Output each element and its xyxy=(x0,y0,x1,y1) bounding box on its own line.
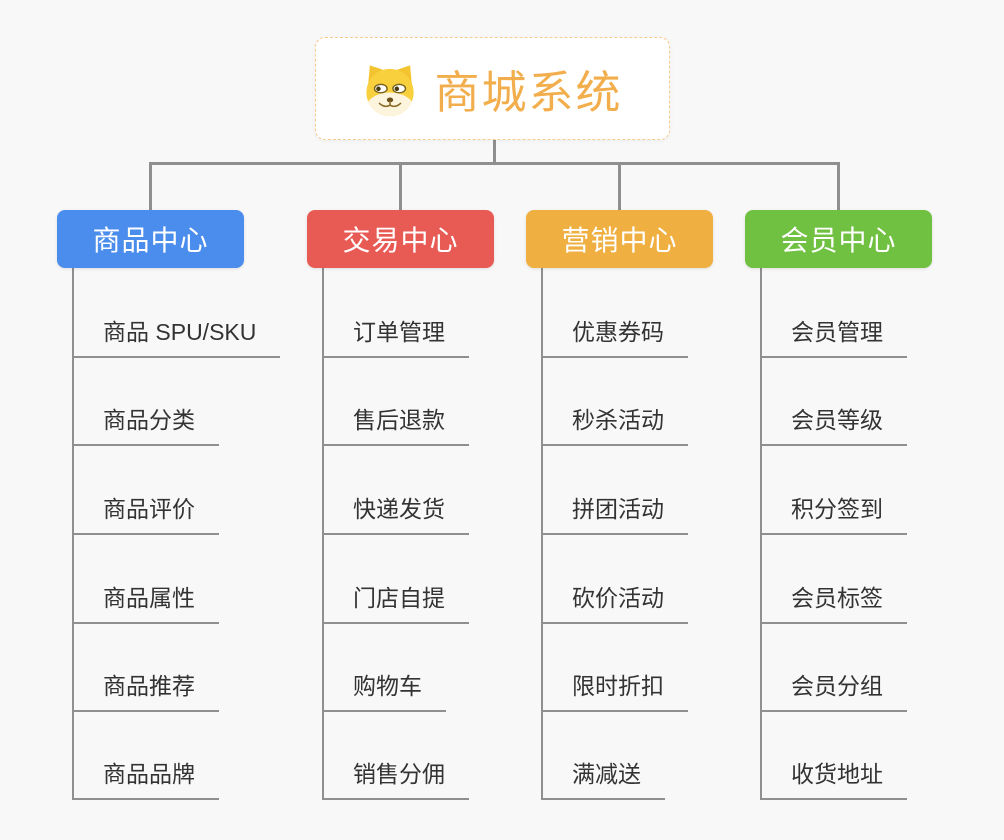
subtopic-member-management[interactable]: 会员管理 xyxy=(761,313,907,358)
subtopic-group-buy[interactable]: 拼团活动 xyxy=(542,490,688,535)
branch-node-marketing-center[interactable]: 营销中心 xyxy=(526,210,713,268)
subtopic-order-management[interactable]: 订单管理 xyxy=(323,313,469,358)
subtopic-bargain-activity[interactable]: 砍价活动 xyxy=(542,579,688,624)
subtopic-coupon-code[interactable]: 优惠券码 xyxy=(542,313,688,358)
connector-drop-marketing xyxy=(618,162,621,211)
subtopic-aftersale-refund[interactable]: 售后退款 xyxy=(323,401,469,446)
subtopic-product-review[interactable]: 商品评价 xyxy=(73,490,219,535)
subtopic-flash-sale[interactable]: 秒杀活动 xyxy=(542,401,688,446)
branch-node-member-center[interactable]: 会员中心 xyxy=(745,210,932,268)
subtopic-spend-save[interactable]: 满减送 xyxy=(542,755,665,800)
root-title: 商城系统 xyxy=(434,67,623,118)
subtopic-points-checkin[interactable]: 积分签到 xyxy=(761,490,907,535)
connector-drop-member xyxy=(837,162,840,211)
subtopic-member-tag[interactable]: 会员标签 xyxy=(761,579,907,624)
connector-drop-product xyxy=(149,162,152,211)
subtopic-express-delivery[interactable]: 快递发货 xyxy=(323,490,469,535)
connector-root-stem xyxy=(493,140,496,165)
subtopic-sales-commission[interactable]: 销售分佣 xyxy=(323,755,469,800)
subtopic-product-attribute[interactable]: 商品属性 xyxy=(73,579,219,624)
doge-icon xyxy=(366,64,415,116)
connector-drop-trade xyxy=(399,162,402,211)
subtopic-product-category[interactable]: 商品分类 xyxy=(73,401,219,446)
branch-node-trade-center[interactable]: 交易中心 xyxy=(307,210,494,268)
connector-bus xyxy=(149,162,840,165)
subtopic-shopping-cart[interactable]: 购物车 xyxy=(323,667,446,712)
subtopic-product-recommend[interactable]: 商品推荐 xyxy=(73,667,219,712)
subtopic-product-spu-sku[interactable]: 商品 SPU/SKU xyxy=(73,313,281,358)
subtopic-member-level[interactable]: 会员等级 xyxy=(761,401,907,446)
subtopic-store-pickup[interactable]: 门店自提 xyxy=(323,579,469,624)
subtopic-product-brand[interactable]: 商品品牌 xyxy=(73,755,219,800)
subtopic-limited-time-discount[interactable]: 限时折扣 xyxy=(542,667,688,712)
subtopic-member-group[interactable]: 会员分组 xyxy=(761,667,907,712)
subtopic-shipping-address[interactable]: 收货地址 xyxy=(761,755,907,800)
branch-node-product-center[interactable]: 商品中心 xyxy=(57,210,244,268)
root-node-mall-system[interactable]: 商城系统 xyxy=(315,37,670,140)
